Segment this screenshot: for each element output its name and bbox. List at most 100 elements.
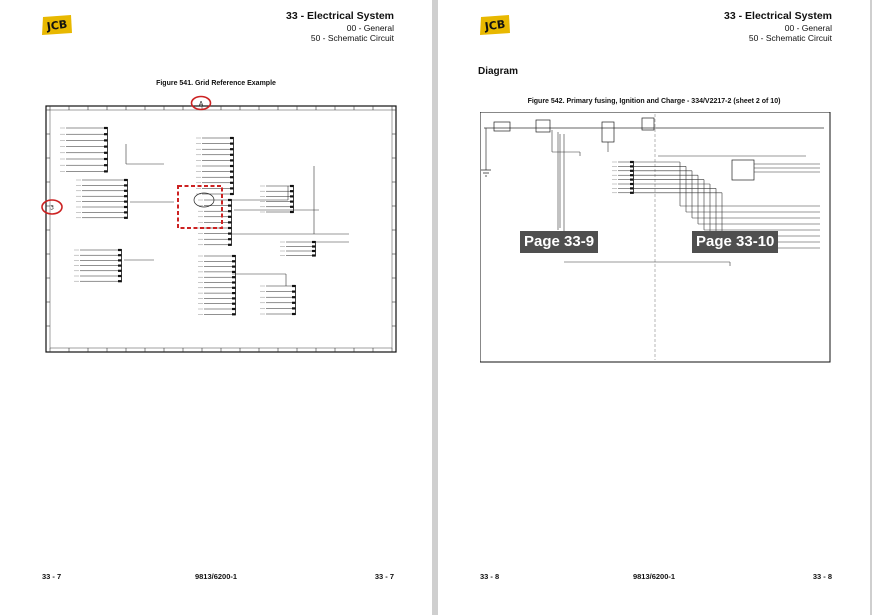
connector-pin <box>230 192 234 196</box>
svg-text:A: A <box>199 101 204 108</box>
connector-pin <box>232 281 236 284</box>
connector-pin <box>232 265 236 268</box>
connector-pin <box>228 238 232 241</box>
footer-page-left: 33 - 8 <box>480 572 500 581</box>
connector-pin <box>630 187 634 190</box>
jcb-logo: JCB <box>480 15 510 35</box>
connector-pin <box>118 264 122 267</box>
connector-pin <box>630 165 634 168</box>
connector-pin <box>104 151 108 154</box>
connector-pin <box>292 284 296 288</box>
connector-pin <box>228 243 232 246</box>
connector-pin <box>230 159 234 162</box>
connector-pin <box>230 170 234 173</box>
connector-pin <box>104 139 108 142</box>
svg-text:3: 3 <box>50 205 54 212</box>
connector-pin <box>232 286 236 289</box>
connector-pin <box>118 248 122 252</box>
diagram-frame <box>480 112 831 363</box>
connector-pin <box>292 290 296 293</box>
connector-pin <box>232 254 236 258</box>
connector-pin <box>292 301 296 304</box>
grid-marker-side: 3 <box>41 199 63 215</box>
section-title: Diagram <box>478 66 519 77</box>
connector-pin <box>104 164 108 167</box>
footer-page-right: 33 - 7 <box>374 572 394 581</box>
connector-pin <box>232 297 236 300</box>
connector-pin <box>104 145 108 148</box>
connector-pin <box>232 292 236 295</box>
connector-pin <box>118 280 122 283</box>
connector-pin <box>124 195 128 198</box>
svg-text:JCB: JCB <box>45 18 68 34</box>
highlight-box <box>177 185 223 229</box>
connector-pin <box>228 221 232 224</box>
connector-pin <box>228 215 232 218</box>
connector-pin <box>292 296 296 299</box>
connector-pin <box>312 254 316 257</box>
connector-pin <box>104 133 108 136</box>
footer-doc-number: 9813/6200-1 <box>632 572 676 581</box>
connector-pin <box>312 249 316 253</box>
header-subtitle-2: 50 - Schematic Circuit <box>748 33 832 43</box>
module-box <box>731 159 755 181</box>
right-page: JCB 33 - Electrical System 00 - General … <box>438 0 870 615</box>
connector-pin <box>290 210 294 214</box>
connector-pin <box>630 191 634 194</box>
connector-pin <box>232 302 236 305</box>
schematic-node <box>193 192 215 208</box>
connector-pin <box>630 174 634 177</box>
connector-pin <box>232 276 236 279</box>
callout-left: Page 33-9 <box>520 231 599 253</box>
connector-pin <box>290 184 294 188</box>
connector-pin <box>312 240 316 244</box>
connector-pin <box>312 245 316 248</box>
connector-pin <box>104 157 108 161</box>
connector-pin <box>124 189 128 192</box>
connector-pin <box>230 148 234 151</box>
connector-pin <box>630 169 634 172</box>
connector-pin <box>228 198 232 202</box>
figure-title: Figure 542. Primary fusing, Ignition and… <box>527 98 781 105</box>
callout-right: Page 33-10 <box>692 231 779 253</box>
connector-pin <box>230 187 234 190</box>
connector-pin <box>232 260 236 263</box>
connector-pin <box>230 176 234 179</box>
connector-pin <box>228 226 232 230</box>
connector-pin <box>124 216 128 219</box>
connector-pin <box>232 313 236 316</box>
footer-doc-number: 9813/6200-1 <box>194 572 238 581</box>
connector-pin <box>104 170 108 173</box>
connector-pin <box>228 232 232 235</box>
connector-pin <box>230 142 234 145</box>
connector-pin <box>290 195 294 198</box>
connector-pin <box>232 270 236 273</box>
connector-pin <box>124 205 128 209</box>
page-header: 33 - Electrical System 00 - General 50 -… <box>724 10 832 43</box>
connector-pin <box>230 153 234 156</box>
connector-pin <box>118 254 122 257</box>
connector-pin <box>630 182 634 186</box>
ground-symbol <box>481 169 491 177</box>
connector-pin <box>290 190 294 193</box>
header-title: 33 - Electrical System <box>724 10 832 22</box>
connector-pin <box>124 211 128 214</box>
connector-pin <box>228 204 232 207</box>
connector-pin <box>230 164 234 168</box>
page-header: 33 - Electrical System 00 - General 50 -… <box>286 10 394 43</box>
connector-pin <box>290 205 294 208</box>
jcb-logo: JCB <box>42 15 72 35</box>
connector-pin <box>124 184 128 187</box>
header-subtitle-2: 50 - Schematic Circuit <box>310 33 394 43</box>
connector-pin <box>228 210 232 213</box>
grid-reference-schematic <box>45 105 397 353</box>
connector-pin <box>292 312 296 316</box>
connector-pin <box>118 259 122 262</box>
relay-box <box>601 121 615 143</box>
connector-pin <box>290 200 294 203</box>
left-page: JCB 33 - Electrical System 00 - General … <box>0 0 432 615</box>
connector-pin <box>630 178 634 181</box>
header-title: 33 - Electrical System <box>286 10 394 22</box>
connector-pin <box>124 200 128 203</box>
header-subtitle: 00 - General <box>784 23 832 33</box>
